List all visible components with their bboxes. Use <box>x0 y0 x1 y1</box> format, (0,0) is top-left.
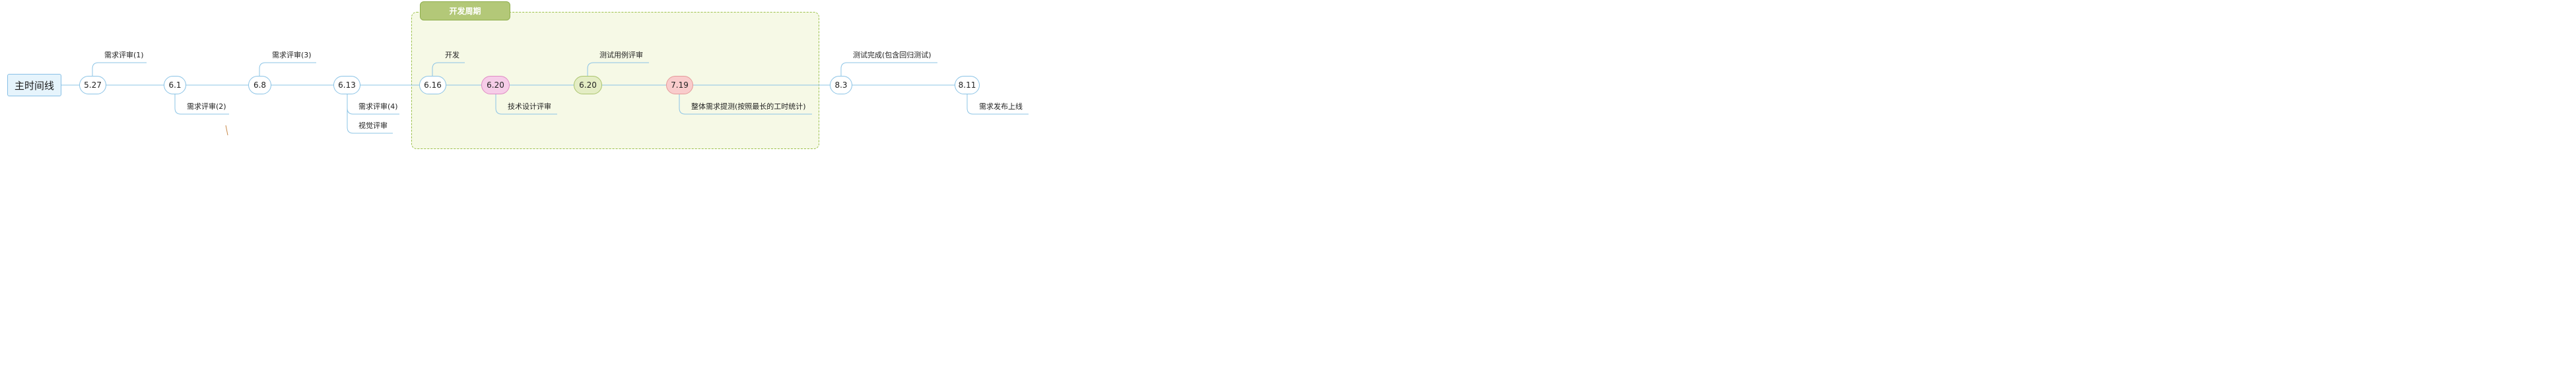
event-development[interactable]: 开发 <box>445 51 459 59</box>
connector-lines <box>61 62 1029 136</box>
connector-6-13-b <box>347 108 393 134</box>
connector-6-8 <box>259 62 316 77</box>
event-review-3[interactable]: 需求评审(3) <box>272 51 312 59</box>
event-submit-testing[interactable]: 整体需求提测(按照最长的工时统计) <box>691 102 806 111</box>
event-testing-complete[interactable]: 测试完成(包含回归测试) <box>853 51 932 59</box>
event-visual-review[interactable]: 视觉评审 <box>358 121 388 130</box>
connector-8-11 <box>966 94 1029 115</box>
event-tech-design-review[interactable]: 技术设计评审 <box>508 102 551 111</box>
milestone-6-16[interactable]: 6.16 <box>419 76 446 94</box>
milestone-5-27[interactable]: 5.27 <box>79 76 106 94</box>
milestone-6-20-green[interactable]: 6.20 <box>574 76 602 94</box>
connector-5-27 <box>92 62 147 77</box>
connector-8-3 <box>840 62 937 77</box>
connector-6-16 <box>432 62 465 77</box>
connector-7-19 <box>679 94 812 115</box>
stray-mark <box>225 125 228 136</box>
milestone-7-19[interactable]: 7.19 <box>666 76 693 94</box>
milestone-6-20-pink[interactable]: 6.20 <box>481 76 510 94</box>
event-review-4[interactable]: 需求评审(4) <box>358 102 398 111</box>
connector-6-1 <box>174 94 229 115</box>
milestone-8-11[interactable]: 8.11 <box>955 76 980 94</box>
event-review-1[interactable]: 需求评审(1) <box>104 51 144 59</box>
root-node[interactable]: 主时间线 <box>7 74 61 96</box>
development-phase-title[interactable]: 开发周期 <box>420 1 510 20</box>
event-test-case-review[interactable]: 测试用例评审 <box>599 51 643 59</box>
connector-6-20-green <box>587 62 649 77</box>
milestone-6-1[interactable]: 6.1 <box>164 76 186 94</box>
development-phase-frame <box>411 12 819 149</box>
connector-6-20-pink <box>495 94 557 115</box>
event-release[interactable]: 需求发布上线 <box>979 102 1023 111</box>
event-review-2[interactable]: 需求评审(2) <box>187 102 226 111</box>
milestone-8-3[interactable]: 8.3 <box>830 76 852 94</box>
milestone-6-8[interactable]: 6.8 <box>248 76 271 94</box>
milestone-6-13[interactable]: 6.13 <box>333 76 360 94</box>
